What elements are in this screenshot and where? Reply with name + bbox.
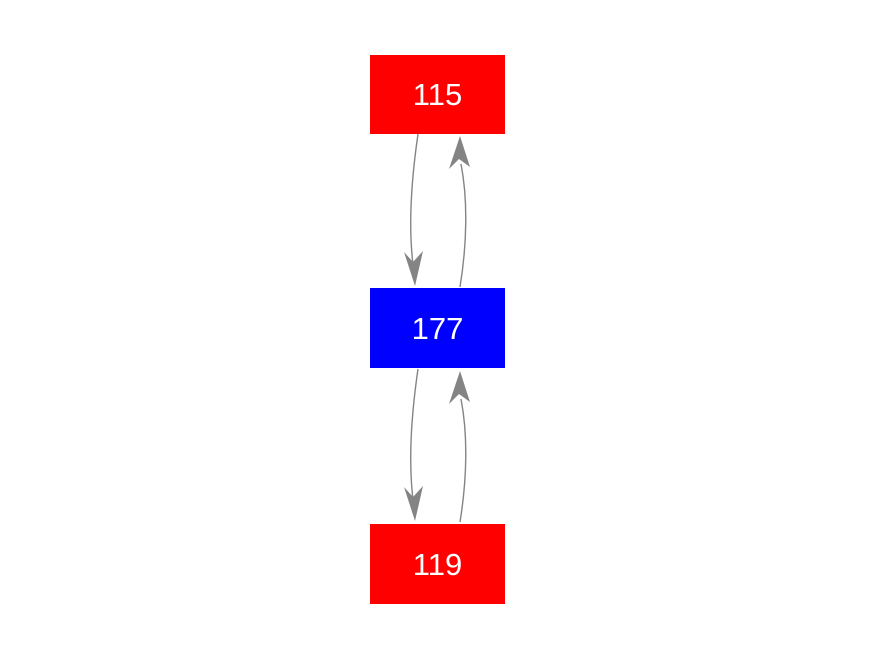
edge-line <box>410 368 419 508</box>
node-115[interactable]: 115 <box>370 55 505 134</box>
node-177[interactable]: 177 <box>370 288 505 368</box>
edge-177-to-119[interactable] <box>404 368 423 521</box>
node-label: 119 <box>412 546 463 582</box>
edge-119-to-177[interactable] <box>449 371 470 523</box>
edge-line <box>459 398 467 523</box>
arrowhead-down-icon <box>404 486 423 521</box>
node-label: 115 <box>412 77 463 112</box>
arrowhead-up-icon <box>449 136 470 169</box>
node-119[interactable]: 119 <box>370 524 505 604</box>
edge-line <box>459 163 467 288</box>
arrowhead-down-icon <box>404 251 423 286</box>
edge-115-to-177[interactable] <box>404 133 423 286</box>
arrowhead-up-icon <box>449 371 470 404</box>
edge-177-to-115[interactable] <box>449 136 470 288</box>
edge-line <box>410 133 419 273</box>
node-label: 177 <box>411 310 464 346</box>
